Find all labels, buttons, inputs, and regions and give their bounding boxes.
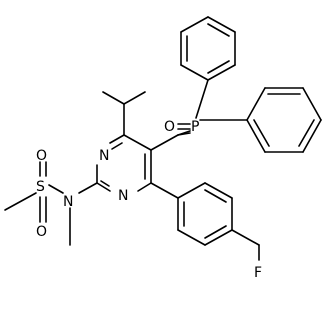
bond-namine-s: [48, 184, 64, 194]
bond-ph1-a: [180, 64, 209, 81]
ring-nitrogen-upper-label: N: [99, 148, 109, 164]
bond-n1-c2-inner: [100, 180, 110, 187]
phosphine-oxide-group: P O: [150, 79, 248, 151]
pyrimidine-ring: N N: [96, 134, 152, 204]
bond-isopropyl-methyl-left: [102, 91, 125, 105]
bond-c5-ch2: [150, 134, 179, 151]
bond-fp-b: [204, 182, 233, 199]
bond-fp-b-inner: [204, 189, 227, 203]
bond-c2-namine: [78, 182, 98, 194]
phenyl-ring-upper: [180, 16, 236, 81]
phosphoryl-oxygen-label: O: [164, 119, 175, 135]
bond-ph2-f-inner: [253, 119, 270, 147]
bond-isopropyl-methyl-right: [123, 91, 146, 105]
phenyl-ring-right: [246, 87, 322, 153]
bond-ph1-c: [180, 16, 209, 33]
bond-ph2-d-inner: [298, 119, 315, 147]
ring-nitrogen-lower-label: N: [118, 188, 128, 204]
bond-n3-c4: [109, 134, 125, 144]
bond-fp-d: [204, 229, 233, 246]
bond-ph2-f: [246, 119, 266, 153]
fluorophenyl-ring: F: [150, 182, 262, 281]
bond-n3-c4-inner: [111, 142, 123, 150]
bond-ph1-f: [207, 64, 236, 81]
isopropyl-group: [102, 91, 146, 136]
bond-c4-c5: [123, 134, 152, 151]
bond-ph1-d: [207, 16, 236, 33]
sulfonyl-oxygen-upper-label: O: [36, 148, 47, 164]
sulfur-label: S: [36, 179, 45, 195]
phosphorus-label: P: [191, 119, 199, 135]
bond-p-phenyl-upper: [195, 79, 209, 119]
bond-c6-aryl: [150, 182, 179, 199]
amine-nitrogen-label: N: [63, 194, 73, 210]
fluorine-label: F: [254, 265, 262, 281]
bond-ph2-c: [302, 87, 322, 121]
bond-ph1-d-inner: [207, 23, 230, 37]
sulfonyl-oxygen-lower-label: O: [36, 224, 47, 240]
sulfonamide-group: N S O O: [4, 148, 98, 246]
bond-ch2-p-2: [177, 130, 191, 136]
bond-c6-n1: [137, 182, 152, 192]
bond-ph1-f-inner: [207, 60, 230, 74]
bond-fp-e: [177, 229, 206, 246]
bond-ph2-a: [246, 87, 266, 121]
bond-s-methyl: [4, 192, 37, 211]
bond-ph2-d: [302, 119, 322, 153]
bond-c-f: [231, 229, 260, 246]
bond-n1-c2: [96, 182, 111, 192]
bond-fp-d-inner: [204, 225, 227, 239]
bond-fp-a: [177, 182, 206, 199]
